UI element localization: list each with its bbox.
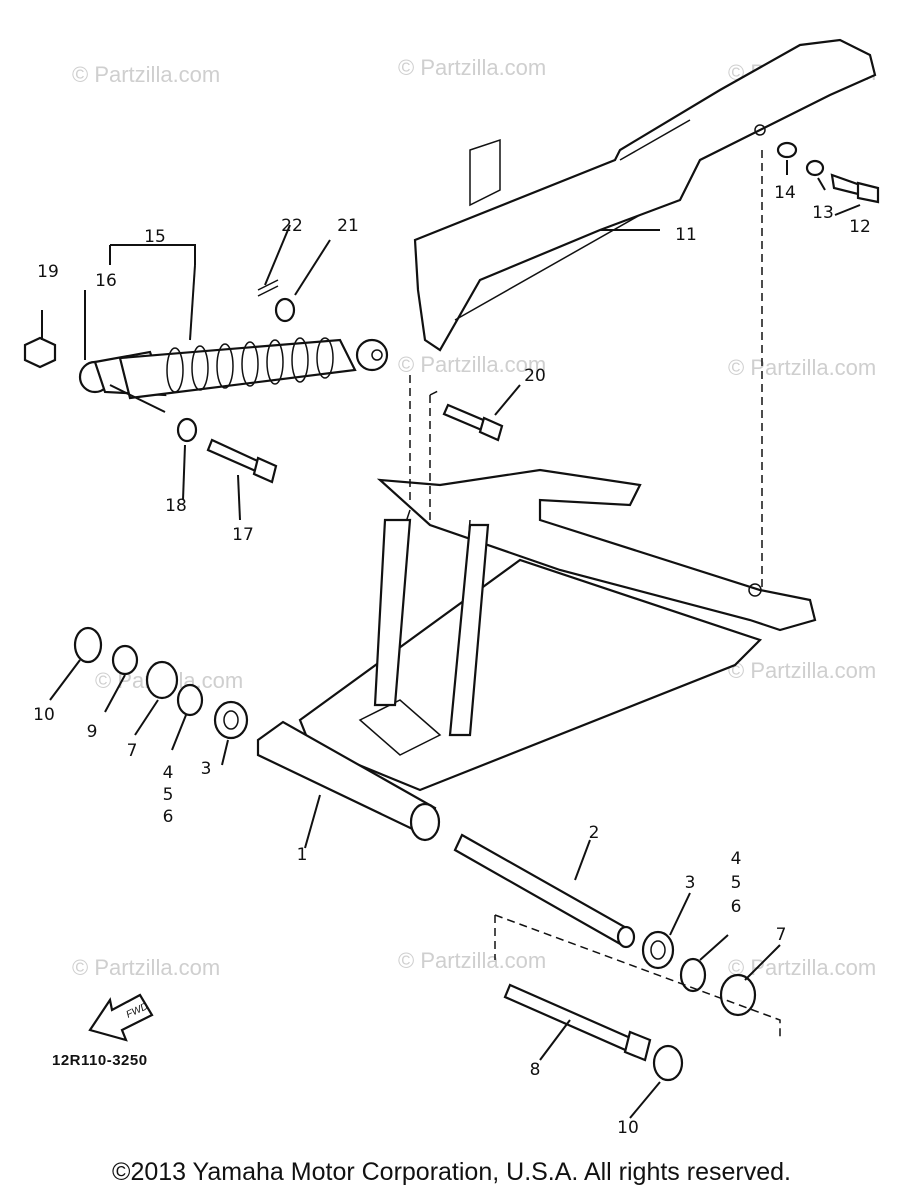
callout-13: 13 (812, 203, 834, 223)
callout-10b: 10 (617, 1118, 639, 1138)
callout-7b: 7 (776, 925, 787, 945)
callout-9: 9 (87, 722, 98, 742)
callout-20: 20 (524, 366, 546, 386)
watermark: © Partzilla.com (398, 55, 546, 80)
callout-16: 16 (95, 271, 117, 291)
left-pivot-parts[interactable] (73, 626, 249, 740)
leader-lines (41, 160, 861, 1119)
callout-6: 6 (163, 807, 174, 827)
alignment-lines (409, 150, 763, 590)
callout-4: 4 (163, 763, 174, 783)
watermark: © Partzilla.com (398, 948, 546, 973)
callout-5b: 5 (731, 873, 742, 893)
shock-nut[interactable] (23, 336, 57, 369)
callout-2: 2 (589, 823, 600, 843)
fwd-arrow-icon: FWD (88, 993, 154, 1042)
watermark: © Partzilla.com (72, 62, 220, 87)
callout-17: 17 (232, 525, 254, 545)
swingarm-part[interactable] (256, 468, 817, 842)
callout-15: 15 (144, 227, 166, 247)
watermark: © Partzilla.com (72, 955, 220, 980)
callout-22: 22 (281, 216, 303, 236)
watermark: © Partzilla.com (728, 955, 876, 980)
pivot-shaft-part[interactable] (453, 833, 636, 949)
callout-7: 7 (127, 741, 138, 761)
callout-11: 11 (675, 225, 697, 245)
callout-12: 12 (849, 217, 871, 237)
callout-3: 3 (201, 759, 212, 779)
callout-6b: 6 (731, 897, 742, 917)
shock-washers[interactable] (176, 279, 296, 443)
callout-10: 10 (33, 705, 55, 725)
fastener-set-rear[interactable] (776, 141, 880, 204)
watermark: © Partzilla.com (398, 352, 546, 377)
watermark: © Partzilla.com (728, 355, 876, 380)
callout-14: 14 (774, 183, 796, 203)
diagram-code: 12R110-3250 (52, 1052, 148, 1069)
watermark: © Partzilla.com (728, 658, 876, 683)
shock-absorber-part[interactable] (78, 337, 389, 400)
callout-21: 21 (337, 216, 359, 236)
callout-3b: 3 (685, 873, 696, 893)
callout-8: 8 (530, 1060, 541, 1080)
callout-1: 1 (297, 845, 308, 865)
shock-bolts[interactable] (206, 403, 504, 484)
copyright-notice: ©2013 Yamaha Motor Corporation, U.S.A. A… (112, 1158, 791, 1186)
callout-4b: 4 (731, 849, 742, 869)
callouts: 1 2 3 4 5 6 7 9 10 3 4 5 6 7 8 10 11 12 … (33, 183, 871, 1138)
right-pivot-parts[interactable] (494, 914, 781, 1082)
callout-5: 5 (163, 785, 174, 805)
callout-19: 19 (37, 262, 59, 282)
callout-18: 18 (165, 496, 187, 516)
chain-case-part[interactable] (413, 38, 877, 352)
